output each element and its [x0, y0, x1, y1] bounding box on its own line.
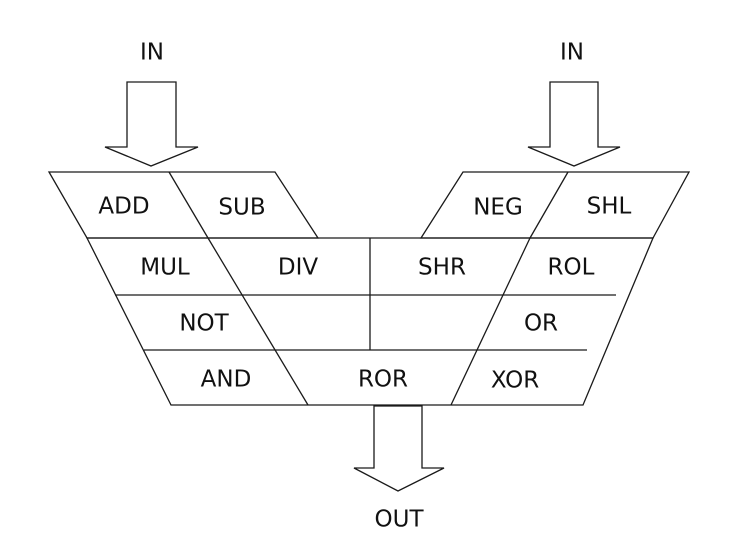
output-label: OUT [375, 507, 425, 533]
alu-lower-section [85, 237, 654, 406]
op-add: ADD [98, 194, 149, 220]
op-neg: NEG [473, 195, 523, 221]
input-label-right: IN [560, 40, 584, 66]
op-mul: MUL [140, 255, 190, 281]
left-input-arrow [104, 81, 199, 167]
op-and: AND [201, 367, 252, 393]
op-sub: SUB [218, 195, 265, 221]
right-input-arrow [527, 81, 621, 167]
alu-right-top-block [419, 171, 691, 239]
input-label-left: IN [140, 40, 164, 66]
op-xor: XOR [491, 368, 539, 394]
op-rol: ROL [548, 255, 595, 281]
alu-left-top-block [47, 171, 320, 239]
output-arrow [353, 405, 445, 492]
op-div: DIV [278, 255, 318, 281]
op-ror: ROR [358, 367, 408, 393]
op-not: NOT [179, 311, 229, 337]
op-or: OR [524, 311, 558, 337]
op-shl: SHL [587, 194, 632, 220]
op-shr: SHR [418, 255, 466, 281]
